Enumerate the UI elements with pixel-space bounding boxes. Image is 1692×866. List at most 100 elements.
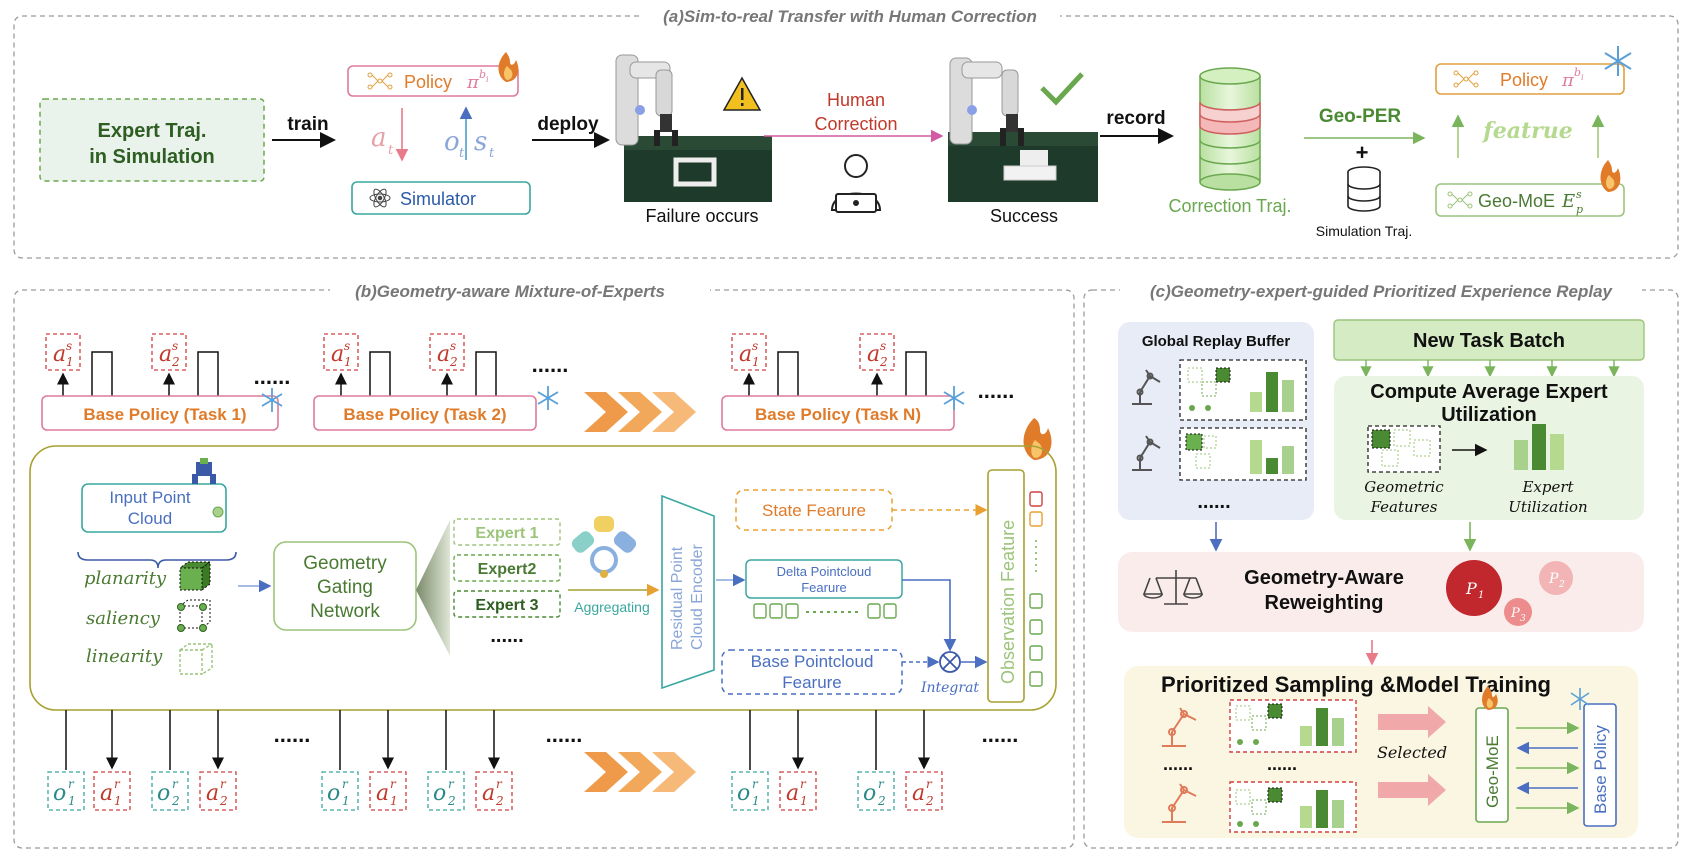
token-sub: 1 [66, 355, 74, 369]
obs-token: o r 1 [47, 771, 85, 811]
reweighting-line2: Reweighting [1265, 592, 1384, 614]
encoder-line1: Residual Point [669, 546, 686, 650]
linearity-label: linearity [86, 646, 163, 667]
policy-label: Policy [404, 72, 452, 92]
scale-icon [1142, 570, 1204, 605]
selected-arrow-1 [1378, 706, 1446, 738]
robot-success-image [948, 57, 1098, 202]
token-sub: 2 [449, 355, 458, 369]
a-t-sub: t [388, 143, 394, 158]
featrue-label: featrue [1481, 118, 1572, 144]
token-sub: 1 [752, 794, 760, 808]
geometric-line1: Geometric [1364, 478, 1444, 496]
dots-top-1: ...... [254, 364, 291, 389]
token-sup: s [66, 339, 72, 353]
delta-line1: Delta Pointcloud [777, 564, 872, 579]
cube-features-icon [1235, 703, 1283, 745]
human-correction-line1: Human [827, 90, 885, 110]
panel-b: (b)Geometry-aware Mixture-of-Experts a s… [13, 280, 1075, 849]
policy-right-box [1435, 63, 1625, 95]
policy-sup: b [479, 68, 486, 81]
token-sub: 2 [171, 355, 180, 369]
atom-icon [369, 188, 391, 208]
base-policy-vertical-label: Base Policy [1591, 725, 1610, 814]
simulation-traj-label: Simulation Traj. [1316, 223, 1412, 239]
geo-moe-box [1435, 183, 1625, 217]
token-letter: a [437, 342, 450, 367]
policy-sup-sub: i [486, 75, 489, 84]
token-sup: r [448, 777, 455, 791]
cube-edges-icon [179, 643, 213, 675]
expert-util-line1: Expert [1521, 478, 1574, 496]
base-policy-taskn-label: Base Policy (Task N) [755, 405, 921, 424]
token-letter: a [206, 781, 219, 806]
action-token: a s 2 [151, 333, 187, 371]
token-sub: 1 [344, 355, 352, 369]
p3-sub: 3 [1520, 614, 1526, 624]
token-sub: 2 [447, 794, 456, 808]
snowflake-icon [537, 386, 559, 410]
policy-right-label: Policy [1500, 70, 1548, 90]
a-t-label: a [371, 123, 387, 153]
panel-a: (a)Sim-to-real Transfer with Human Corre… [13, 5, 1679, 259]
geo-moe-vertical-label: Geo-MoE [1483, 735, 1502, 808]
p1-circle [1446, 560, 1502, 616]
token-sup: r [390, 777, 397, 791]
policy-pi: π [466, 72, 480, 93]
chevron-arrows-bottom [584, 752, 696, 792]
token-letter: a [376, 781, 389, 806]
expert3-box [453, 590, 561, 618]
geo-moe-main-box [29, 445, 1057, 711]
gating-line1: Geometry [303, 553, 387, 574]
p2-label: P [1548, 571, 1559, 587]
new-task-batch-box [1333, 319, 1645, 361]
selected-label: Selected [1377, 743, 1447, 762]
token-sup: r [342, 777, 349, 791]
cube-features-icon [1235, 787, 1283, 827]
token-letter: a [159, 342, 172, 367]
expert-traj-line2: in Simulation [89, 146, 215, 168]
geo-moe-sup: s [1576, 188, 1582, 201]
dots-sampling-2: ...... [1267, 754, 1297, 774]
check-icon [1040, 72, 1084, 106]
geometric-line2: Features [1370, 498, 1438, 516]
selected-arrow-2 [1378, 774, 1446, 806]
base-pc-line1: Base Pointcloud [751, 652, 874, 671]
model-arrows [1516, 721, 1580, 815]
fire-icon [1600, 160, 1621, 192]
robot-arm-icon [1132, 369, 1161, 405]
s-t-label: s [474, 127, 487, 157]
expert1-label: Expert 1 [475, 525, 538, 542]
cube-corners-icon [177, 599, 211, 632]
token-sup: r [172, 777, 179, 791]
plus-label: + [1356, 140, 1369, 165]
token-sub: 1 [114, 794, 122, 808]
token-letter: a [53, 342, 66, 367]
integrat-label: Integrat [920, 680, 979, 696]
encoder-shape [661, 494, 715, 690]
snowflake-icon [1570, 688, 1590, 710]
action-token: a s 1 [45, 333, 81, 371]
action-token: a r 1 [369, 771, 407, 811]
obs-token: o r 1 [321, 771, 359, 811]
human-correction-line2: Correction [814, 114, 897, 134]
expert2-box [453, 554, 561, 582]
cube-solid-icon [178, 561, 212, 591]
record-label: record [1106, 108, 1165, 129]
token-sub: 2 [219, 794, 228, 808]
funnel-shape [416, 520, 450, 656]
robot-arm-icon [1132, 435, 1161, 471]
obs-token: o r 2 [857, 771, 895, 811]
simulator-label: Simulator [400, 189, 476, 209]
base-policy-taskn-box [721, 395, 955, 431]
policy-right-pi: π [1561, 70, 1575, 91]
action-token: a s 2 [859, 333, 895, 371]
aggregating-icon [571, 516, 637, 578]
p1-label: P [1465, 579, 1477, 598]
snowflake-icon [943, 386, 965, 410]
base-policy-task1-box [41, 395, 279, 431]
gating-line2: Gating [317, 577, 373, 598]
token-sub: 2 [879, 355, 888, 369]
token-sub: 2 [877, 794, 886, 808]
delta-line2: Fearure [801, 580, 847, 595]
